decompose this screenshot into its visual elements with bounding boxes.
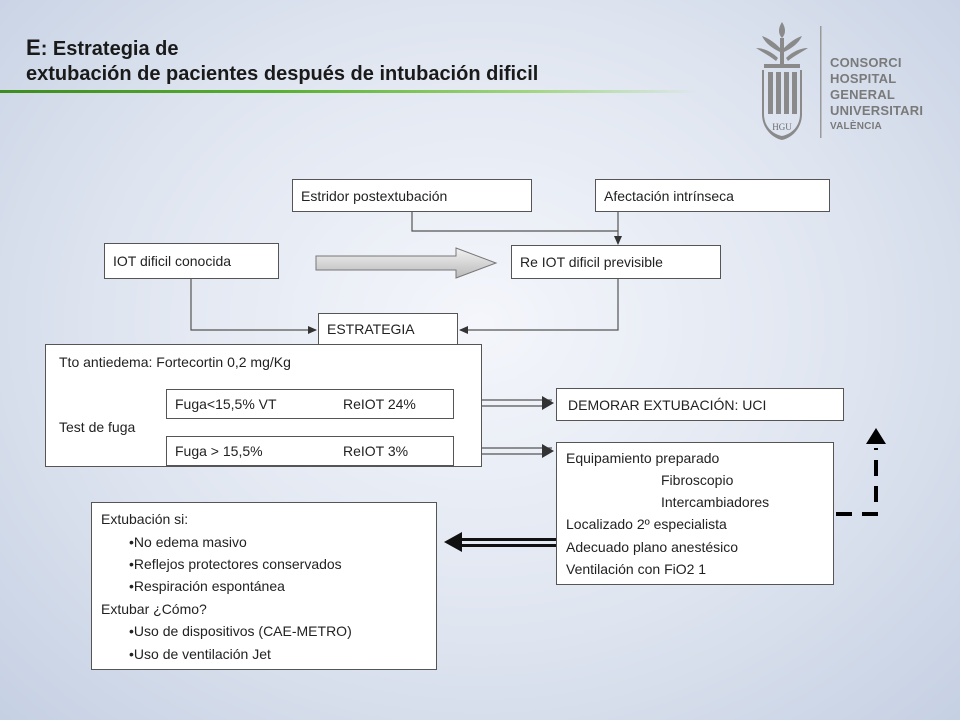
demorar-box: DEMORAR EXTUBACIÓN: UCI [556, 388, 844, 421]
fuga-low-label: Fuga<15,5% VT [175, 396, 277, 412]
equipamiento-item: Localizado 2º especialista [566, 516, 727, 532]
fuga-high-reiot: ReIOT 3% [343, 443, 409, 459]
como-item: •Uso de ventilación Jet [129, 646, 271, 662]
iot-conocida-label: IOT dificil conocida [113, 253, 232, 269]
fuga-high-label: Fuga > 15,5% [175, 443, 263, 459]
afectacion-box: Afectación intrínseca [595, 179, 830, 212]
afectacion-label: Afectación intrínseca [604, 187, 734, 204]
logo-line-2: HOSPITAL GENERAL [830, 71, 897, 102]
logo-line-1: CONSORCI [830, 55, 902, 70]
big-arrow-iot-reiot [315, 247, 498, 279]
title-underline [0, 90, 700, 93]
slide-title: E: Estrategia de extubación de pacientes… [26, 36, 538, 87]
fuga-low-reiot: ReIOT 24% [343, 396, 416, 412]
demorar-label: DEMORAR EXTUBACIÓN: UCI [568, 396, 767, 413]
connector-iot-estrategia [190, 279, 317, 334]
equipamiento-box: Equipamiento preparado Fibroscopio Inter… [556, 442, 834, 585]
hospital-name: CONSORCI HOSPITAL GENERAL UNIVERSITARI V… [830, 55, 960, 135]
dashed-return-arrow [836, 448, 878, 516]
como-item: •Uso de dispositivos (CAE-METRO) [129, 623, 352, 639]
estrategia-label: ESTRATEGIA [327, 321, 415, 337]
criteria-item: •Reflejos protectores conservados [129, 556, 342, 572]
estrategia-box: ESTRATEGIA [318, 313, 458, 345]
arrowhead-equipamiento [542, 444, 554, 458]
extubacion-title: Extubación si: [101, 511, 189, 527]
equipamiento-item: Fibroscopio [661, 472, 734, 488]
tto-label: Tto antiedema: Fortecortin 0,2 mg/Kg [59, 354, 291, 370]
hospital-logo-icon: HGU [756, 22, 822, 140]
logo-city: VALÈNCIA [830, 121, 882, 132]
extubacion-box: Extubación si: •No edema masivo •Reflejo… [91, 502, 437, 670]
arrowhead-demorar [542, 396, 554, 410]
extubar-como: Extubar ¿Cómo? [101, 601, 207, 617]
title-letter: E [26, 35, 41, 60]
equipamiento-item: Intercambiadores [661, 494, 770, 510]
equipamiento-item: Adecuado plano anestésico [566, 539, 739, 555]
fuga-high-box: Fuga > 15,5% ReIOT 3% [166, 436, 454, 466]
iot-conocida-box: IOT dificil conocida [104, 243, 279, 279]
equipamiento-title: Equipamiento preparado [566, 450, 720, 466]
logo-emblem-text: HGU [772, 122, 792, 132]
title-line1: : Estrategia de [40, 38, 179, 60]
equipamiento-item: Ventilación con FiO2 1 [566, 561, 707, 577]
connector-estridor [411, 212, 618, 232]
criteria-item: •No edema masivo [129, 534, 247, 550]
fuga-low-box: Fuga<15,5% VT ReIOT 24% [166, 389, 454, 419]
reiot-previsible-box: Re IOT dificil previsible [511, 245, 721, 279]
logo-line-3: UNIVERSITARI [830, 103, 924, 118]
reiot-previsible-label: Re IOT dificil previsible [520, 254, 663, 270]
criteria-item: •Respiración espontánea [129, 578, 285, 594]
estridor-box: Estridor postextubación [292, 179, 532, 212]
test-fuga-label: Test de fuga [59, 419, 136, 435]
connector-reiot-estrategia [459, 279, 619, 334]
estridor-label: Estridor postextubación [301, 187, 448, 204]
title-line2: extubación de pacientes después de intub… [26, 63, 539, 85]
